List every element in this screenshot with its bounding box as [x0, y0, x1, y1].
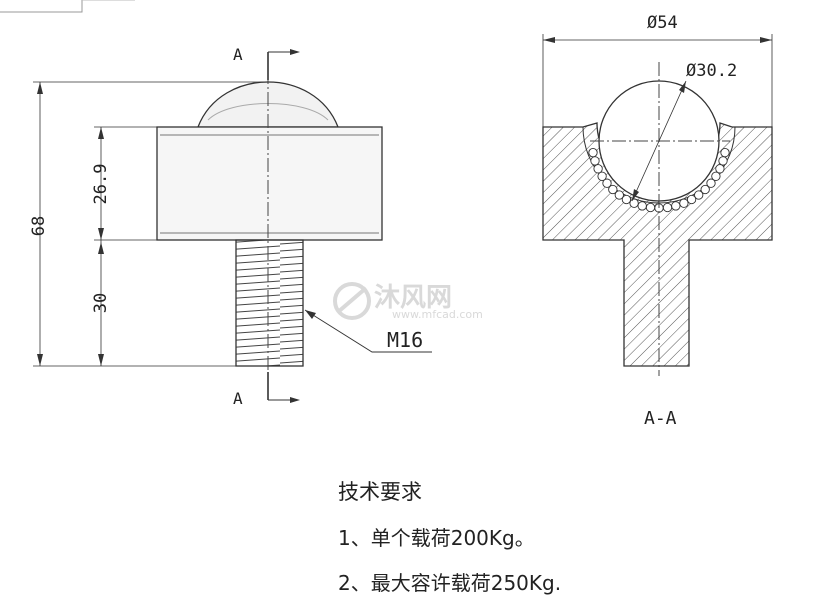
thread-leader: [304, 309, 432, 353]
threaded-stem: [235, 239, 304, 367]
housing-head: [156, 126, 383, 241]
bearing-ball: [718, 156, 728, 166]
bearing-ball: [700, 184, 710, 195]
section-label-bottom: A: [233, 389, 243, 408]
window-frame-remnant: [0, 0, 83, 13]
dim-total-height: 68: [29, 216, 49, 236]
bearing-ball: [645, 202, 656, 213]
note-item: 1、单个载荷200Kg。: [338, 526, 535, 550]
bearing-ball: [597, 171, 607, 181]
watermark-url: www.mfcad.com: [392, 308, 483, 321]
bearing-ball: [671, 201, 681, 211]
watermark-text: 沐风网: [374, 283, 452, 313]
section-view-label: A-A: [644, 408, 677, 429]
bearing-ball: [602, 178, 612, 188]
bearing-ball: [593, 164, 603, 174]
bearing-ball: [715, 164, 725, 174]
bearing-ball: [614, 190, 624, 200]
bearing-ball: [662, 202, 673, 213]
note-item: 2、最大容许载荷250Kg.: [338, 571, 562, 595]
bearing-ball: [629, 198, 639, 208]
bearing-balls: [588, 147, 730, 213]
dim-thread-length: 30: [91, 293, 111, 313]
bearing-ball: [720, 147, 730, 158]
dim-head-height: 26.9: [91, 164, 111, 205]
bearing-ball: [637, 201, 647, 211]
front-view: 68 26.9 30 M16 A A: [29, 45, 432, 408]
bearing-ball: [686, 194, 697, 205]
watermark-logo-icon: [333, 282, 371, 320]
bearing-ball: [621, 194, 632, 205]
dim-ball-diameter: Ø30.2: [686, 61, 737, 81]
thread-spec-label: M16: [387, 328, 423, 352]
notes-title: 技术要求: [338, 480, 422, 504]
section-label-top: A: [233, 45, 243, 64]
watermark: 沐风网 www.mfcad.com: [333, 282, 483, 321]
bearing-ball: [706, 178, 716, 188]
bearing-ball: [608, 184, 618, 195]
bearing-ball: [590, 156, 600, 166]
bearing-ball: [679, 198, 689, 208]
section-view: Ø54 Ø30.2 A-A: [542, 13, 773, 429]
dim-outer-diameter: Ø54: [647, 13, 678, 33]
bearing-ball: [588, 147, 598, 158]
bearing-ball: [711, 171, 721, 181]
bearing-ball: [694, 190, 704, 200]
